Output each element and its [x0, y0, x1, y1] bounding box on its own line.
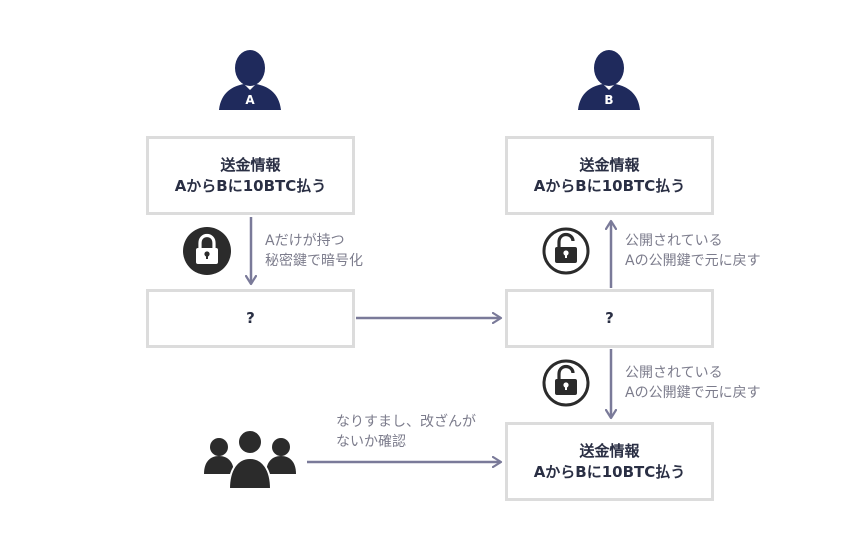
decrypt-others-note-line2: Aの公開鍵で元に戻す	[625, 385, 761, 401]
b-transfer-info-detail: AからBに10BTC払う	[533, 176, 686, 195]
b-encrypted-text: ?	[605, 309, 614, 327]
a-transfer-info-detail: AからBに10BTC払う	[174, 176, 327, 195]
encrypt-note-line2: 秘密鍵で暗号化	[265, 253, 363, 269]
others-check-note: なりすまし、改ざんが ないか確認	[336, 412, 476, 452]
others-check-note-line1: なりすまし、改ざんが	[336, 414, 476, 430]
encrypt-note-line1: Aだけが持つ	[265, 233, 345, 249]
verify-transfer-info-title: 送金情報	[579, 441, 640, 460]
a-encrypted-text: ?	[246, 309, 255, 327]
verify-transfer-info-detail: AからBに10BTC払う	[533, 462, 686, 481]
a-transfer-info-box: 送金情報 AからBに10BTC払う	[146, 136, 355, 215]
decrypt-others-note-line1: 公開されている	[625, 365, 723, 381]
b-transfer-info-title: 送金情報	[579, 155, 640, 174]
decrypt-b-note: 公開されている Aの公開鍵で元に戻す	[625, 231, 761, 271]
others-check-note-line2: ないか確認	[336, 434, 406, 450]
person-b-label: B	[604, 93, 614, 107]
decrypt-b-note-line2: Aの公開鍵で元に戻す	[625, 253, 761, 269]
a-transfer-info-title: 送金情報	[220, 155, 281, 174]
b-encrypted-box: ?	[505, 289, 714, 348]
decrypt-b-note-line1: 公開されている	[625, 233, 723, 249]
a-encrypted-box: ?	[146, 289, 355, 348]
b-transfer-info-box: 送金情報 AからBに10BTC払う	[505, 136, 714, 215]
decrypt-others-note: 公開されている Aの公開鍵で元に戻す	[625, 363, 761, 403]
encrypt-note: Aだけが持つ 秘密鍵で暗号化	[265, 231, 363, 271]
verify-transfer-info-box: 送金情報 AからBに10BTC払う	[505, 422, 714, 501]
person-a-label: A	[245, 93, 255, 107]
